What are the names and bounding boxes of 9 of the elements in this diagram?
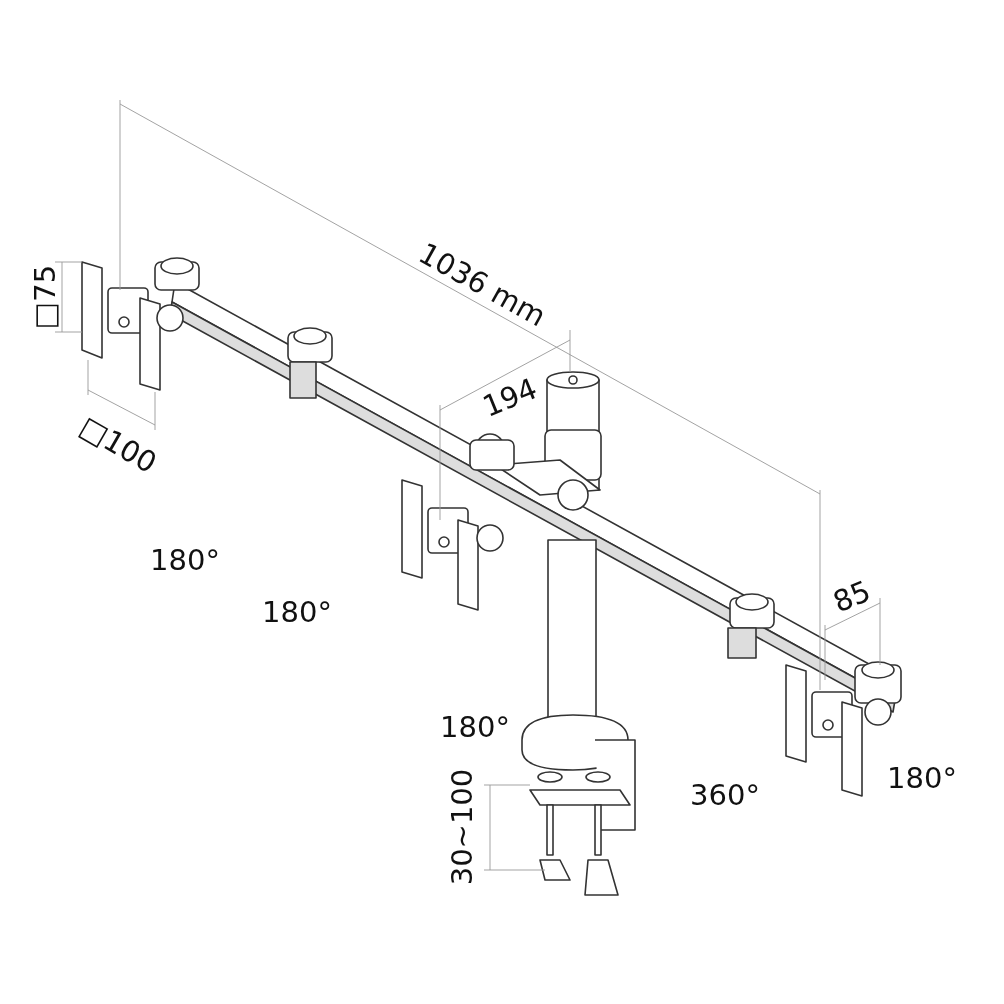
angle-label: 180°	[262, 597, 332, 627]
dimension-label: □75	[30, 264, 60, 330]
dimension-label: 85	[829, 576, 875, 618]
angle-label: 180°	[440, 712, 510, 742]
dimension-label: 30~100	[447, 768, 477, 886]
angle-label: 180°	[150, 545, 220, 575]
angle-label: 360°	[690, 780, 760, 810]
angle-label: 180°	[887, 763, 957, 793]
dimension-label: 194	[478, 374, 542, 422]
